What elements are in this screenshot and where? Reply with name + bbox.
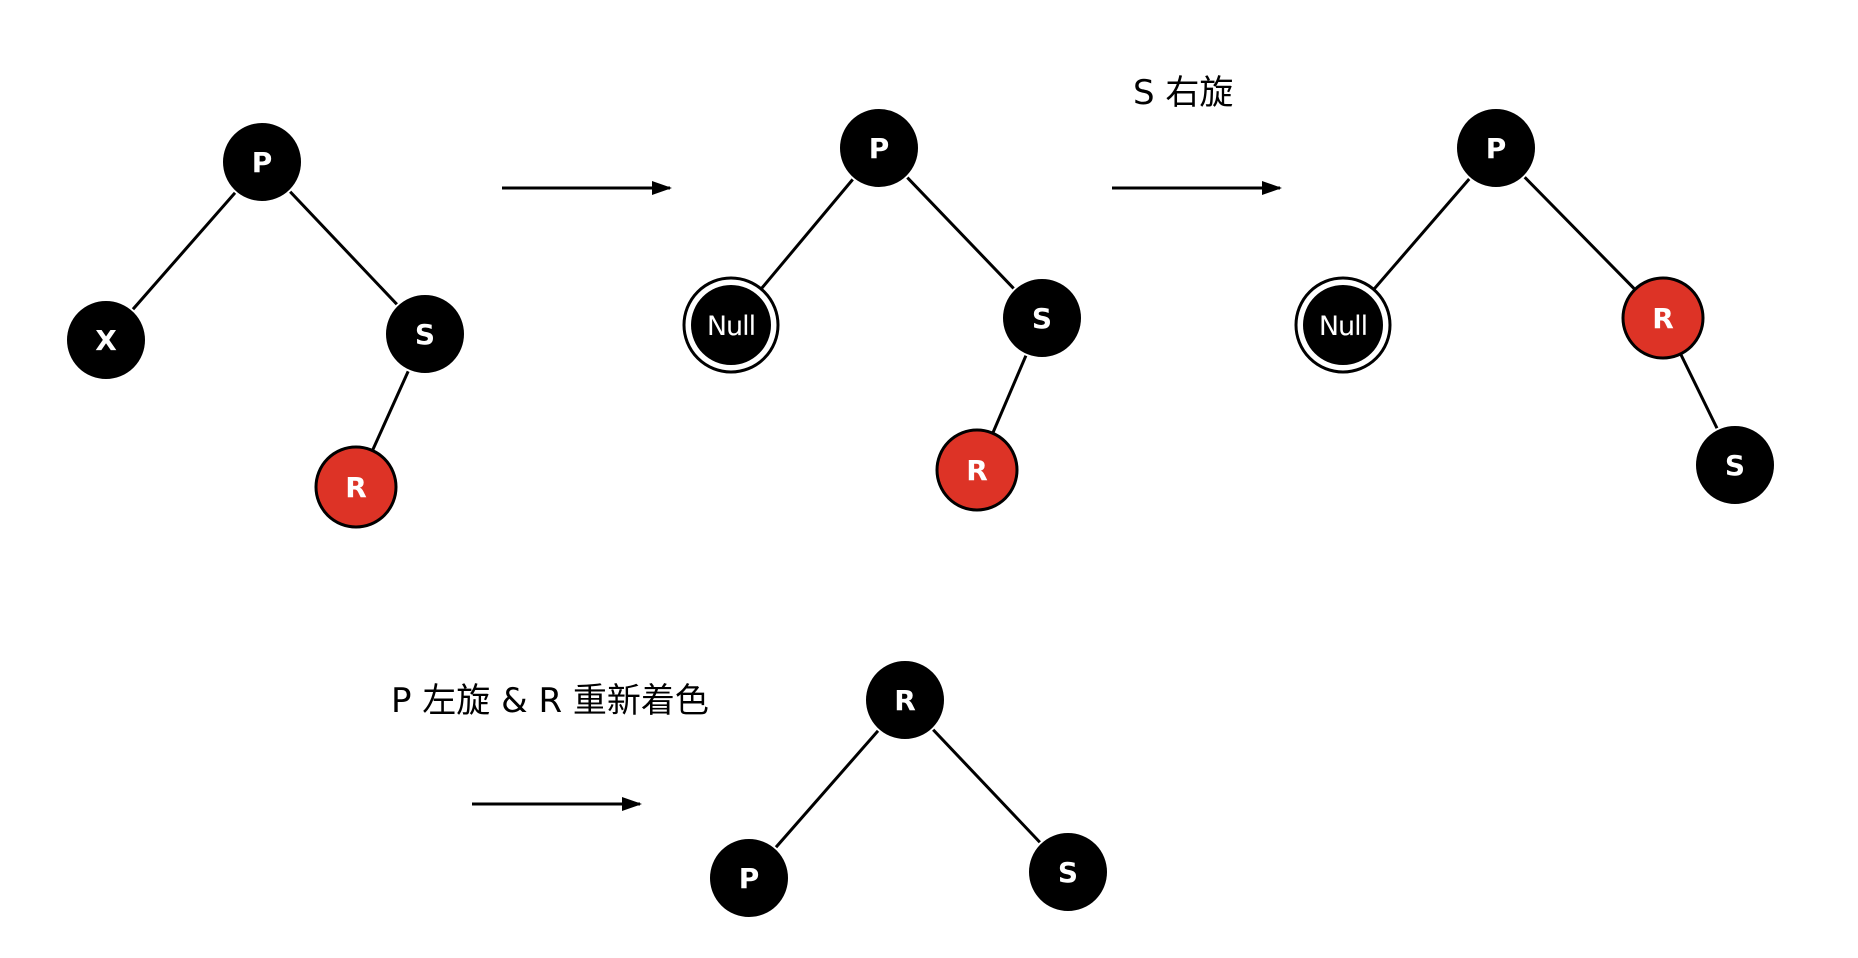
node-s: S (1694, 424, 1776, 506)
node-null: Null (682, 276, 780, 374)
tree-after-right-rotate: P Null R S (1294, 107, 1776, 506)
node-r: R (935, 428, 1019, 512)
node-s: S (1001, 277, 1083, 359)
node-null-label: Null (1319, 311, 1367, 342)
caption-left-rotate-p-recolor-r: P 左旋 & R 重新着色 (391, 681, 709, 721)
node-p-label: P (1486, 132, 1507, 165)
node-s-label: S (1725, 449, 1745, 482)
node-r: R (1621, 276, 1705, 360)
node-null-label: Null (707, 311, 755, 342)
node-p: P (1455, 107, 1537, 189)
node-s: S (1027, 831, 1109, 913)
node-s: S (384, 293, 466, 375)
caption-right-rotate-s: S 右旋 (1133, 73, 1233, 113)
node-s-label: S (1032, 302, 1052, 335)
tree-null-replaced: P Null S R (682, 107, 1083, 512)
node-s-label: S (415, 318, 435, 351)
node-p: P (221, 121, 303, 203)
node-p-label: P (252, 146, 273, 179)
node-x-label: X (95, 324, 117, 357)
node-r: R (314, 445, 398, 529)
node-p: P (708, 837, 790, 919)
node-p: P (838, 107, 920, 189)
tree-final: R P S (708, 659, 1109, 919)
node-null: Null (1294, 276, 1392, 374)
node-r: R (864, 659, 946, 741)
node-p-label: P (739, 862, 760, 895)
node-r-label: R (345, 471, 367, 504)
node-r-label: R (1652, 302, 1674, 335)
node-p-label: P (869, 132, 890, 165)
node-r-label: R (966, 454, 988, 487)
tree-initial: P X S R (65, 121, 466, 529)
node-r-label: R (894, 684, 916, 717)
node-s-label: S (1058, 856, 1078, 889)
node-x: X (65, 299, 147, 381)
